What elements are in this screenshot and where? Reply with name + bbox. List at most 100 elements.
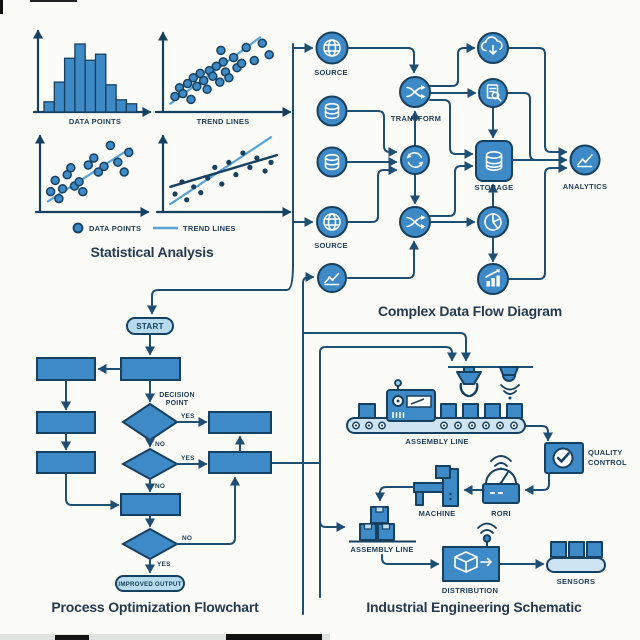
legend-trend-lines: TREND LINES — [183, 224, 236, 233]
flow-merge-storage — [429, 161, 474, 217]
scatter-point — [226, 159, 232, 165]
scatter-point — [240, 150, 246, 156]
node-storage — [475, 140, 513, 182]
roller-axle — [367, 424, 371, 427]
scatter-point — [218, 57, 228, 67]
histogram-bar — [115, 99, 128, 113]
scatter1-points — [169, 36, 274, 105]
scatter-point — [178, 88, 188, 99]
scatter-point — [233, 172, 239, 178]
connector-to-assembly2 — [319, 520, 346, 532]
quality-control-icon — [544, 442, 584, 474]
cross-connectors — [147, 43, 471, 615]
cycle-icon — [406, 152, 424, 168]
histogram-bar — [63, 57, 76, 113]
connector-to-robot-1 — [302, 332, 471, 362]
connector-chart-node-in — [302, 272, 315, 615]
connector-to-robot-2 — [319, 346, 457, 598]
box-stack-icon — [349, 506, 416, 543]
scatter-point — [186, 94, 196, 105]
label-source1: SOURCE — [314, 68, 348, 77]
scatter1-label: TREND LINES — [197, 117, 250, 126]
scatter-point — [202, 84, 212, 95]
cloud-download-icon — [480, 36, 503, 55]
fc-box-left-2 — [36, 411, 96, 434]
panel-statistical-analysis: DATA POINTS TREND LINES DATA POINTS TREN… — [32, 29, 292, 260]
scatter-point — [247, 164, 253, 170]
scatter-point — [74, 177, 84, 187]
scatter-point — [78, 186, 88, 197]
label-assembly-line-2: ASSEMBLY LINE — [350, 545, 413, 554]
arrow-qc-rori — [524, 472, 550, 495]
node-transform — [399, 76, 431, 108]
scatter-point — [191, 184, 197, 190]
flow-transform-cloud — [429, 43, 476, 87]
histogram-bar — [43, 101, 55, 113]
bar-chart-icon — [485, 269, 500, 287]
roller-axle — [442, 424, 446, 427]
flow-db1-process — [347, 110, 398, 157]
scatter-point — [188, 73, 199, 83]
decision-label-line2: POINT — [166, 400, 189, 407]
flow-cloud-analytics — [507, 47, 568, 157]
line-chart-icon — [324, 272, 340, 286]
scatter-point — [241, 42, 251, 53]
label-assembly-line-1: ASSEMBLY LINE — [405, 437, 468, 446]
database-icon — [324, 102, 340, 120]
scatter-point — [124, 147, 134, 158]
histogram-bar — [84, 59, 97, 113]
label-rori: RORI — [491, 509, 511, 518]
label-storage: STORAGE — [475, 183, 514, 192]
node-database-1 — [316, 95, 348, 127]
scatter2-points — [45, 140, 134, 204]
d1-yes: YES — [181, 413, 195, 420]
label-quality-2: CONTROL — [588, 458, 627, 467]
scatter3-points — [169, 136, 278, 206]
label-source2: SOURCE — [314, 241, 348, 250]
scatter-point — [57, 184, 68, 194]
node-chart — [317, 263, 347, 293]
scatter-point — [83, 160, 94, 170]
scatter-point — [179, 179, 185, 185]
histogram-label: DATA POINTS — [69, 117, 121, 126]
scatter-point — [172, 191, 178, 197]
histogram-bars — [43, 43, 138, 113]
histogram-bar — [94, 53, 107, 113]
label-machine: MACHINE — [419, 509, 456, 518]
flow-bars-analytics — [507, 163, 568, 280]
d3-no: NO — [182, 535, 192, 542]
sensor-head-icon — [499, 366, 520, 400]
globe-icon — [323, 39, 341, 57]
gauge-robot-icon — [482, 455, 520, 504]
node-docsearch — [478, 78, 508, 108]
legend-data-points: DATA POINTS — [89, 224, 141, 233]
scatter-point — [224, 73, 234, 83]
scatter-point — [262, 168, 268, 174]
histogram-bar — [53, 81, 66, 113]
histogram-bar — [74, 43, 86, 113]
fc-box-left-3 — [36, 451, 96, 474]
connector-to-start — [147, 43, 294, 315]
fc-box-left-1 — [36, 357, 96, 381]
roller-axle — [512, 424, 516, 427]
label-analytics: ANALYTICS — [563, 182, 607, 191]
fc-box-bottom-center — [120, 493, 181, 516]
file-search-icon — [486, 84, 502, 102]
d2-no: NO — [155, 483, 165, 490]
trend-line — [169, 153, 278, 189]
line-chart-icon — [577, 154, 593, 168]
scatter-point — [198, 190, 204, 196]
node-bars — [477, 263, 509, 295]
scatter-point — [89, 153, 99, 163]
panel-data-flow: SOURCE TRANSFORM STORAGE ANALYTICS SOURC… — [314, 31, 607, 319]
distribution-icon — [442, 522, 500, 582]
scatter-point — [249, 55, 260, 66]
scatter-point — [113, 157, 123, 167]
database-icon — [485, 151, 503, 171]
d1-no: NO — [155, 441, 165, 448]
node-pie — [477, 206, 509, 238]
flow-source2-process — [347, 165, 398, 223]
panel-industrial: ASSEMBLY LINE QUALITY CONTROL RORI — [346, 366, 627, 615]
label-distribution: DISTRIBUTION — [442, 586, 498, 595]
